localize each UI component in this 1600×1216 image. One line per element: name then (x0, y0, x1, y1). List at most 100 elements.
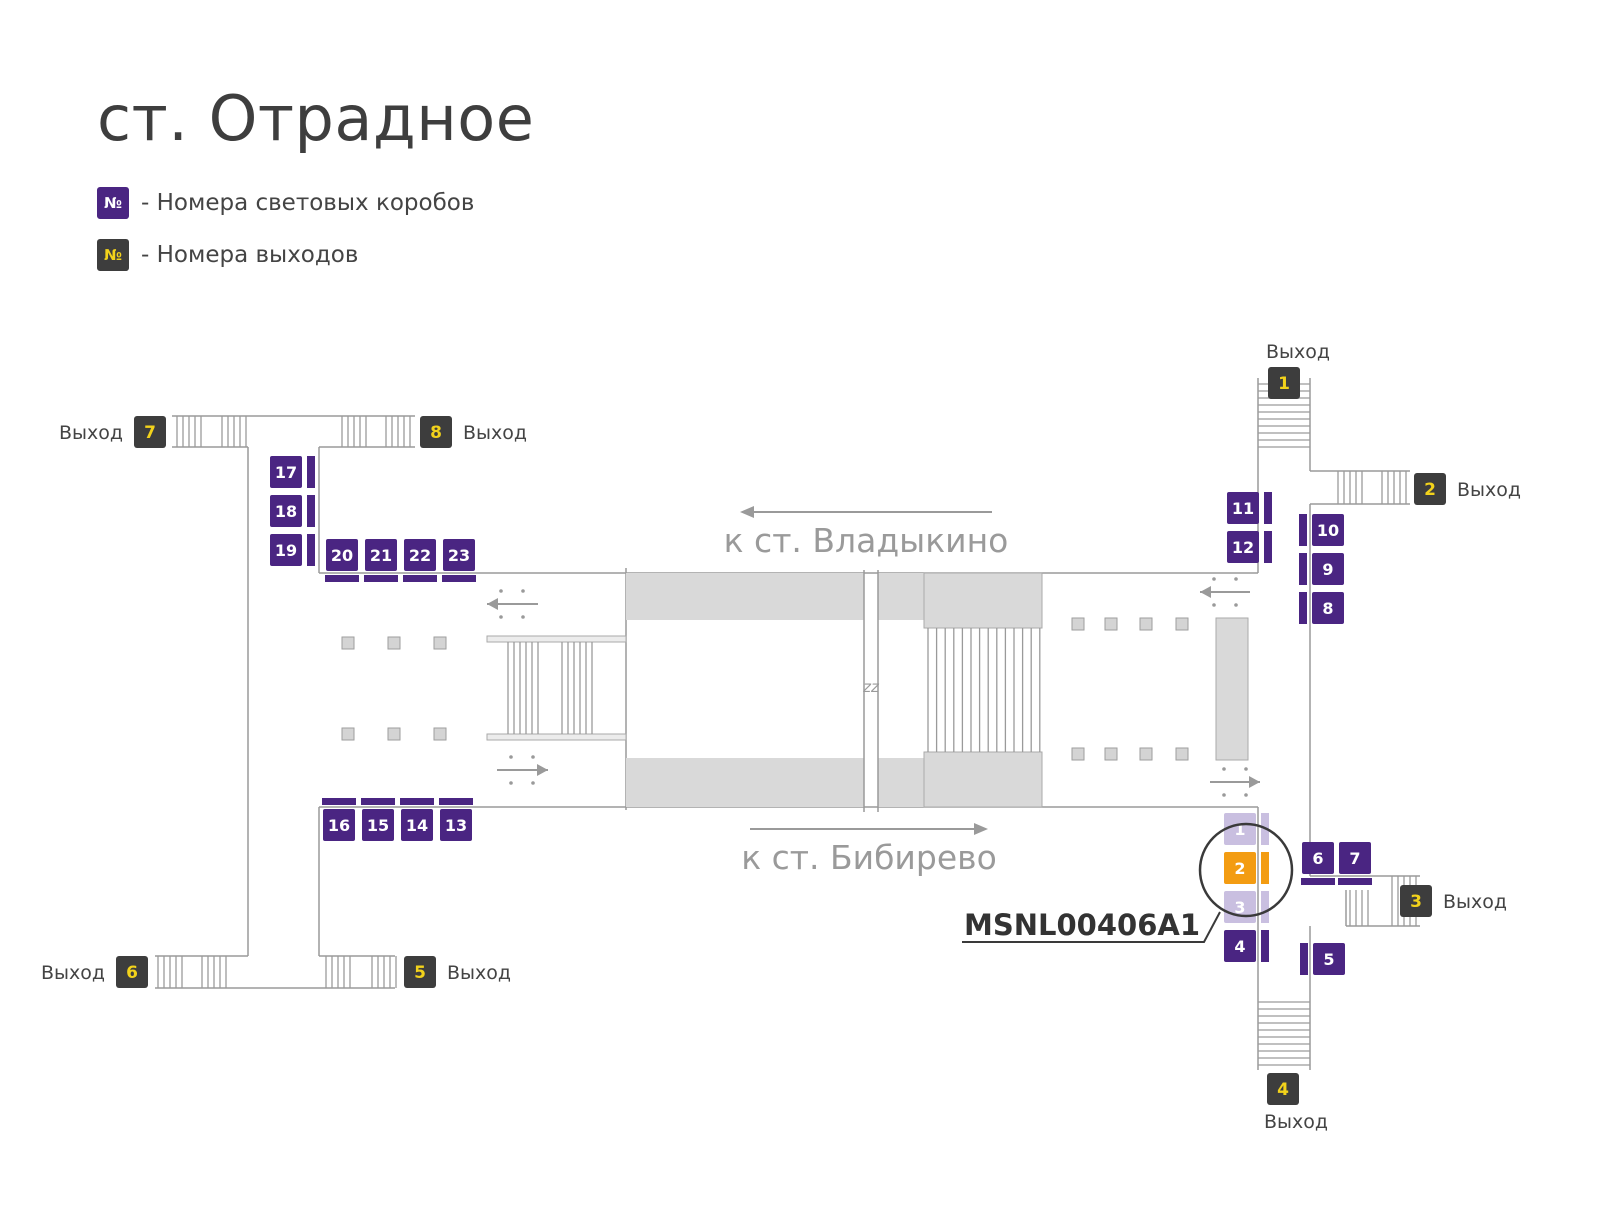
stairs-exit-7 (221, 416, 247, 447)
legend-exit-label: - Номера выходов (141, 242, 359, 268)
lightbox-number: 19 (275, 541, 297, 560)
lightbox-panel (1299, 514, 1307, 546)
stair-rail (486, 635, 627, 643)
lightbox-badge (1312, 514, 1344, 546)
exit-number-badge (404, 956, 436, 988)
lightbox-panel (439, 798, 473, 805)
stairs-exit-7 (176, 416, 202, 447)
track-block (923, 751, 1043, 808)
lightbox-1: 1 (1224, 813, 1269, 845)
lightbox-panel (1261, 891, 1269, 923)
column (433, 727, 447, 741)
exit-number-badge (420, 416, 452, 448)
lightbox-number: 1 (1234, 820, 1245, 839)
flow-dot (1222, 793, 1226, 797)
central-stairs (927, 628, 1041, 752)
exit-label: Выход (1443, 891, 1507, 913)
lightbox-badge (1227, 531, 1259, 563)
flow-dot (509, 781, 513, 785)
lightbox-badge (1227, 492, 1259, 524)
lightbox-badge (323, 809, 355, 841)
column (1139, 747, 1153, 761)
stairs-exit-3 (1349, 890, 1369, 926)
lightbox-number: 12 (1232, 538, 1254, 557)
lightbox-panel (442, 575, 476, 582)
stair-rail (486, 733, 627, 741)
exit-number: 2 (1424, 480, 1436, 500)
lightbox-number: 11 (1232, 499, 1254, 518)
flow-dot (1234, 603, 1238, 607)
exit-number-badge (1400, 885, 1432, 917)
column (1071, 747, 1085, 761)
lightbox-number: 23 (448, 546, 470, 565)
track-block (626, 758, 864, 807)
flow-dot (1222, 767, 1226, 771)
exit-number-badge (134, 416, 166, 448)
stairs-exit-5 (371, 956, 397, 988)
lightbox-number: 16 (328, 816, 350, 835)
lightbox-number: 5 (1323, 950, 1334, 969)
track-block (923, 572, 1043, 629)
track-block (878, 758, 924, 807)
track-block (626, 573, 864, 620)
exit-number: 3 (1410, 892, 1422, 912)
column (387, 727, 401, 741)
exit-number: 6 (126, 963, 138, 983)
column (1175, 617, 1189, 631)
flow-arrowhead (1200, 586, 1211, 598)
lightbox-number: 17 (275, 463, 297, 482)
lightbox-number: 6 (1312, 849, 1323, 868)
highlight-leader-line (962, 911, 1221, 943)
stairs-exit-8 (341, 416, 367, 447)
legend-lightbox: № - Номера световых коробов (97, 187, 474, 219)
lightbox-badge (1224, 852, 1256, 884)
flow-dot (1234, 577, 1238, 581)
flow-arrowhead (1249, 776, 1260, 788)
lightbox-4: 4 (1224, 930, 1269, 962)
lightbox-21: 21 (364, 539, 398, 582)
lightbox-panel (1261, 930, 1269, 962)
lightbox-number: 21 (370, 546, 392, 565)
lightbox-panel (1261, 852, 1269, 884)
lightbox-badge (1312, 592, 1344, 624)
station-title: ст. Отрадное (97, 82, 535, 155)
flow-dot (521, 589, 525, 593)
lightbox-number: 4 (1234, 937, 1245, 956)
flow-arrow-east (1210, 767, 1260, 797)
flow-dot (509, 755, 513, 759)
highlight-code: MSNL00406A1 (964, 908, 1200, 942)
lightbox-12: 12 (1227, 531, 1272, 563)
flow-arrowhead (487, 598, 498, 610)
hall-stairs-left (507, 642, 539, 734)
lightbox-10: 10 (1299, 514, 1344, 546)
right-stair-block (1215, 617, 1249, 761)
column (433, 636, 447, 650)
lightbox-badge (443, 539, 475, 571)
lightbox-11: 11 (1227, 492, 1272, 524)
exit-number-badge (116, 956, 148, 988)
flow-dot (521, 615, 525, 619)
exit-number-badge: № (97, 239, 129, 271)
exit-3: 3 Выход (1400, 885, 1507, 917)
exit-number: 7 (144, 423, 156, 443)
lightbox-panel (361, 798, 395, 805)
direction-label-bibirevo: к ст. Бибирево (741, 838, 997, 877)
lightbox-badge (1339, 842, 1371, 874)
lightbox-number: 3 (1234, 898, 1245, 917)
lightbox-13: 13 (439, 798, 473, 841)
exit-number: 8 (430, 423, 442, 443)
lightbox-badge (362, 809, 394, 841)
lightbox-15: 15 (361, 798, 395, 841)
column (1175, 747, 1189, 761)
lightbox-panel (1301, 878, 1335, 885)
lightbox-number: 2 (1234, 859, 1245, 878)
lightbox-number: 13 (445, 816, 467, 835)
flow-dot (531, 755, 535, 759)
lightbox-panel (307, 534, 315, 566)
lightbox-badge (401, 809, 433, 841)
column (1071, 617, 1085, 631)
